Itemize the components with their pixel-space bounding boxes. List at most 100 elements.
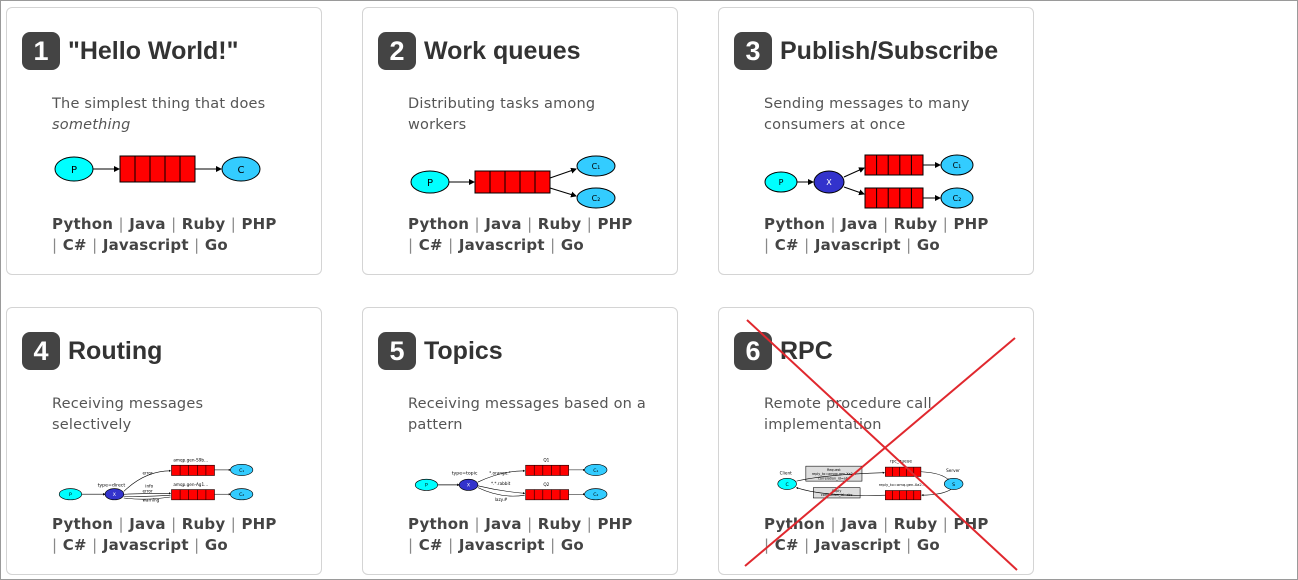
consumer-node-2 — [940, 187, 974, 209]
link-php[interactable]: PHP — [597, 215, 633, 233]
link-php[interactable]: PHP — [953, 215, 989, 233]
link-python[interactable]: Python — [408, 515, 470, 533]
link-ruby[interactable]: Ruby — [537, 515, 582, 533]
consumer-label: C₁ — [592, 162, 601, 171]
queue-1 — [171, 464, 215, 476]
tutorial-description: Receiving messages based on a pattern — [408, 396, 646, 433]
exchange-label: X — [467, 483, 471, 489]
link-javascript[interactable]: Javascript — [814, 536, 901, 554]
link-ruby[interactable]: Ruby — [893, 515, 938, 533]
link-javascript[interactable]: Javascript — [814, 236, 901, 254]
link-javascript[interactable]: Javascript — [458, 536, 545, 554]
binding-label: *.*.rabbit — [491, 481, 511, 486]
link-csharp[interactable]: C# — [62, 536, 87, 554]
tutorial-title-link[interactable]: Topics — [424, 336, 503, 365]
producer-label: P — [425, 483, 428, 489]
binding-label: warning — [142, 498, 159, 503]
rpc-queue — [885, 466, 922, 477]
producer-label: P — [427, 178, 433, 189]
consumer-node-2 — [576, 187, 616, 209]
tutorial-description: Distributing tasks among workers — [408, 96, 596, 133]
language-links: Python | Java | Ruby | PHP | C# | Javasc… — [764, 515, 989, 554]
link-java[interactable]: Java — [129, 515, 166, 533]
link-python[interactable]: Python — [52, 215, 114, 233]
binding-label: error — [142, 471, 152, 476]
publish-subscribe-diagram: P X C₁ C₂ — [764, 154, 974, 209]
card-header: 6 RPC — [734, 332, 833, 370]
link-javascript[interactable]: Javascript — [102, 536, 189, 554]
server-node-label: S — [952, 482, 955, 488]
tutorial-description: Sending messages to many consumers at on… — [764, 96, 970, 133]
tutorial-number-badge: 4 — [22, 332, 60, 370]
tutorial-title-link[interactable]: Work queues — [424, 36, 581, 65]
producer-label: P — [69, 492, 72, 498]
queue-label: Q2 — [543, 482, 549, 487]
link-ruby[interactable]: Ruby — [537, 215, 582, 233]
link-javascript[interactable]: Javascript — [458, 236, 545, 254]
arrow — [843, 167, 865, 178]
link-csharp[interactable]: C# — [418, 536, 443, 554]
tutorial-title-link[interactable]: "Hello World!" — [68, 36, 239, 65]
link-php[interactable]: PHP — [597, 515, 633, 533]
link-go[interactable]: Go — [204, 236, 228, 254]
exchange-node — [813, 170, 845, 194]
consumer-label: C₂ — [592, 194, 601, 203]
link-java[interactable]: Java — [485, 215, 522, 233]
link-go[interactable]: Go — [204, 536, 228, 554]
card-header: 1 "Hello World!" — [22, 32, 238, 70]
topics-diagram: P X type=topic *.orange.* *.*.rabbit laz… — [414, 457, 608, 502]
link-php[interactable]: PHP — [953, 515, 989, 533]
link-go[interactable]: Go — [560, 536, 584, 554]
card-header: 2 Work queues — [378, 32, 581, 70]
tutorial-title-link[interactable]: Publish/Subscribe — [780, 36, 999, 65]
queue-label: amqp.gen-S9b... — [173, 457, 208, 462]
tutorial-number-badge: 1 — [22, 32, 60, 70]
exchange-type-label: type=topic — [452, 471, 478, 477]
tutorial-title-link[interactable]: RPC — [780, 336, 833, 365]
link-python[interactable]: Python — [764, 215, 826, 233]
consumer-label: C₁ — [239, 468, 244, 474]
link-go[interactable]: Go — [916, 536, 940, 554]
consumer-node-1 — [940, 154, 974, 176]
exchange-label: X — [113, 492, 117, 498]
consumer-label: C₂ — [953, 194, 962, 203]
link-java[interactable]: Java — [841, 215, 878, 233]
link-java[interactable]: Java — [129, 215, 166, 233]
client-node-label: C — [785, 482, 788, 488]
link-csharp[interactable]: C# — [418, 236, 443, 254]
consumer-label: C₂ — [593, 492, 598, 498]
consumer-label: C₁ — [953, 161, 962, 170]
queue-label: Q1 — [543, 457, 549, 462]
link-python[interactable]: Python — [52, 515, 114, 533]
link-python[interactable]: Python — [408, 215, 470, 233]
link-java[interactable]: Java — [485, 515, 522, 533]
link-ruby[interactable]: Ruby — [181, 215, 226, 233]
link-go[interactable]: Go — [916, 236, 940, 254]
link-go[interactable]: Go — [560, 236, 584, 254]
link-ruby[interactable]: Ruby — [181, 515, 226, 533]
link-csharp[interactable]: C# — [774, 536, 799, 554]
link-java[interactable]: Java — [841, 515, 878, 533]
link-csharp[interactable]: C# — [774, 236, 799, 254]
link-csharp[interactable]: C# — [62, 236, 87, 254]
consumer-node — [221, 156, 261, 182]
link-php[interactable]: PHP — [241, 515, 277, 533]
tutorial-description: Receiving messages selectively — [52, 396, 204, 433]
tutorial-number-badge: 2 — [378, 32, 416, 70]
queue-2 — [864, 187, 924, 209]
queue-1 — [864, 154, 924, 176]
link-php[interactable]: PHP — [241, 215, 277, 233]
queue-2 — [171, 489, 215, 501]
tutorial-card-4: 4 Routing Receiving messages selectively… — [6, 307, 322, 575]
consumer-node-1 — [576, 155, 616, 177]
tutorial-title-link[interactable]: Routing — [68, 336, 163, 365]
card-header: 4 Routing — [22, 332, 162, 370]
link-ruby[interactable]: Ruby — [893, 215, 938, 233]
queue-label: rpc_queue — [890, 458, 912, 463]
tutorial-card-2: 2 Work queues Distributing tasks among w… — [362, 7, 678, 275]
link-python[interactable]: Python — [764, 515, 826, 533]
exchange-type-label: type=direct — [98, 483, 126, 489]
work-queues-diagram: P C₁ C₂ — [410, 155, 616, 209]
link-javascript[interactable]: Javascript — [102, 236, 189, 254]
tutorial-card-5: 5 Topics Receiving messages based on a p… — [362, 307, 678, 575]
